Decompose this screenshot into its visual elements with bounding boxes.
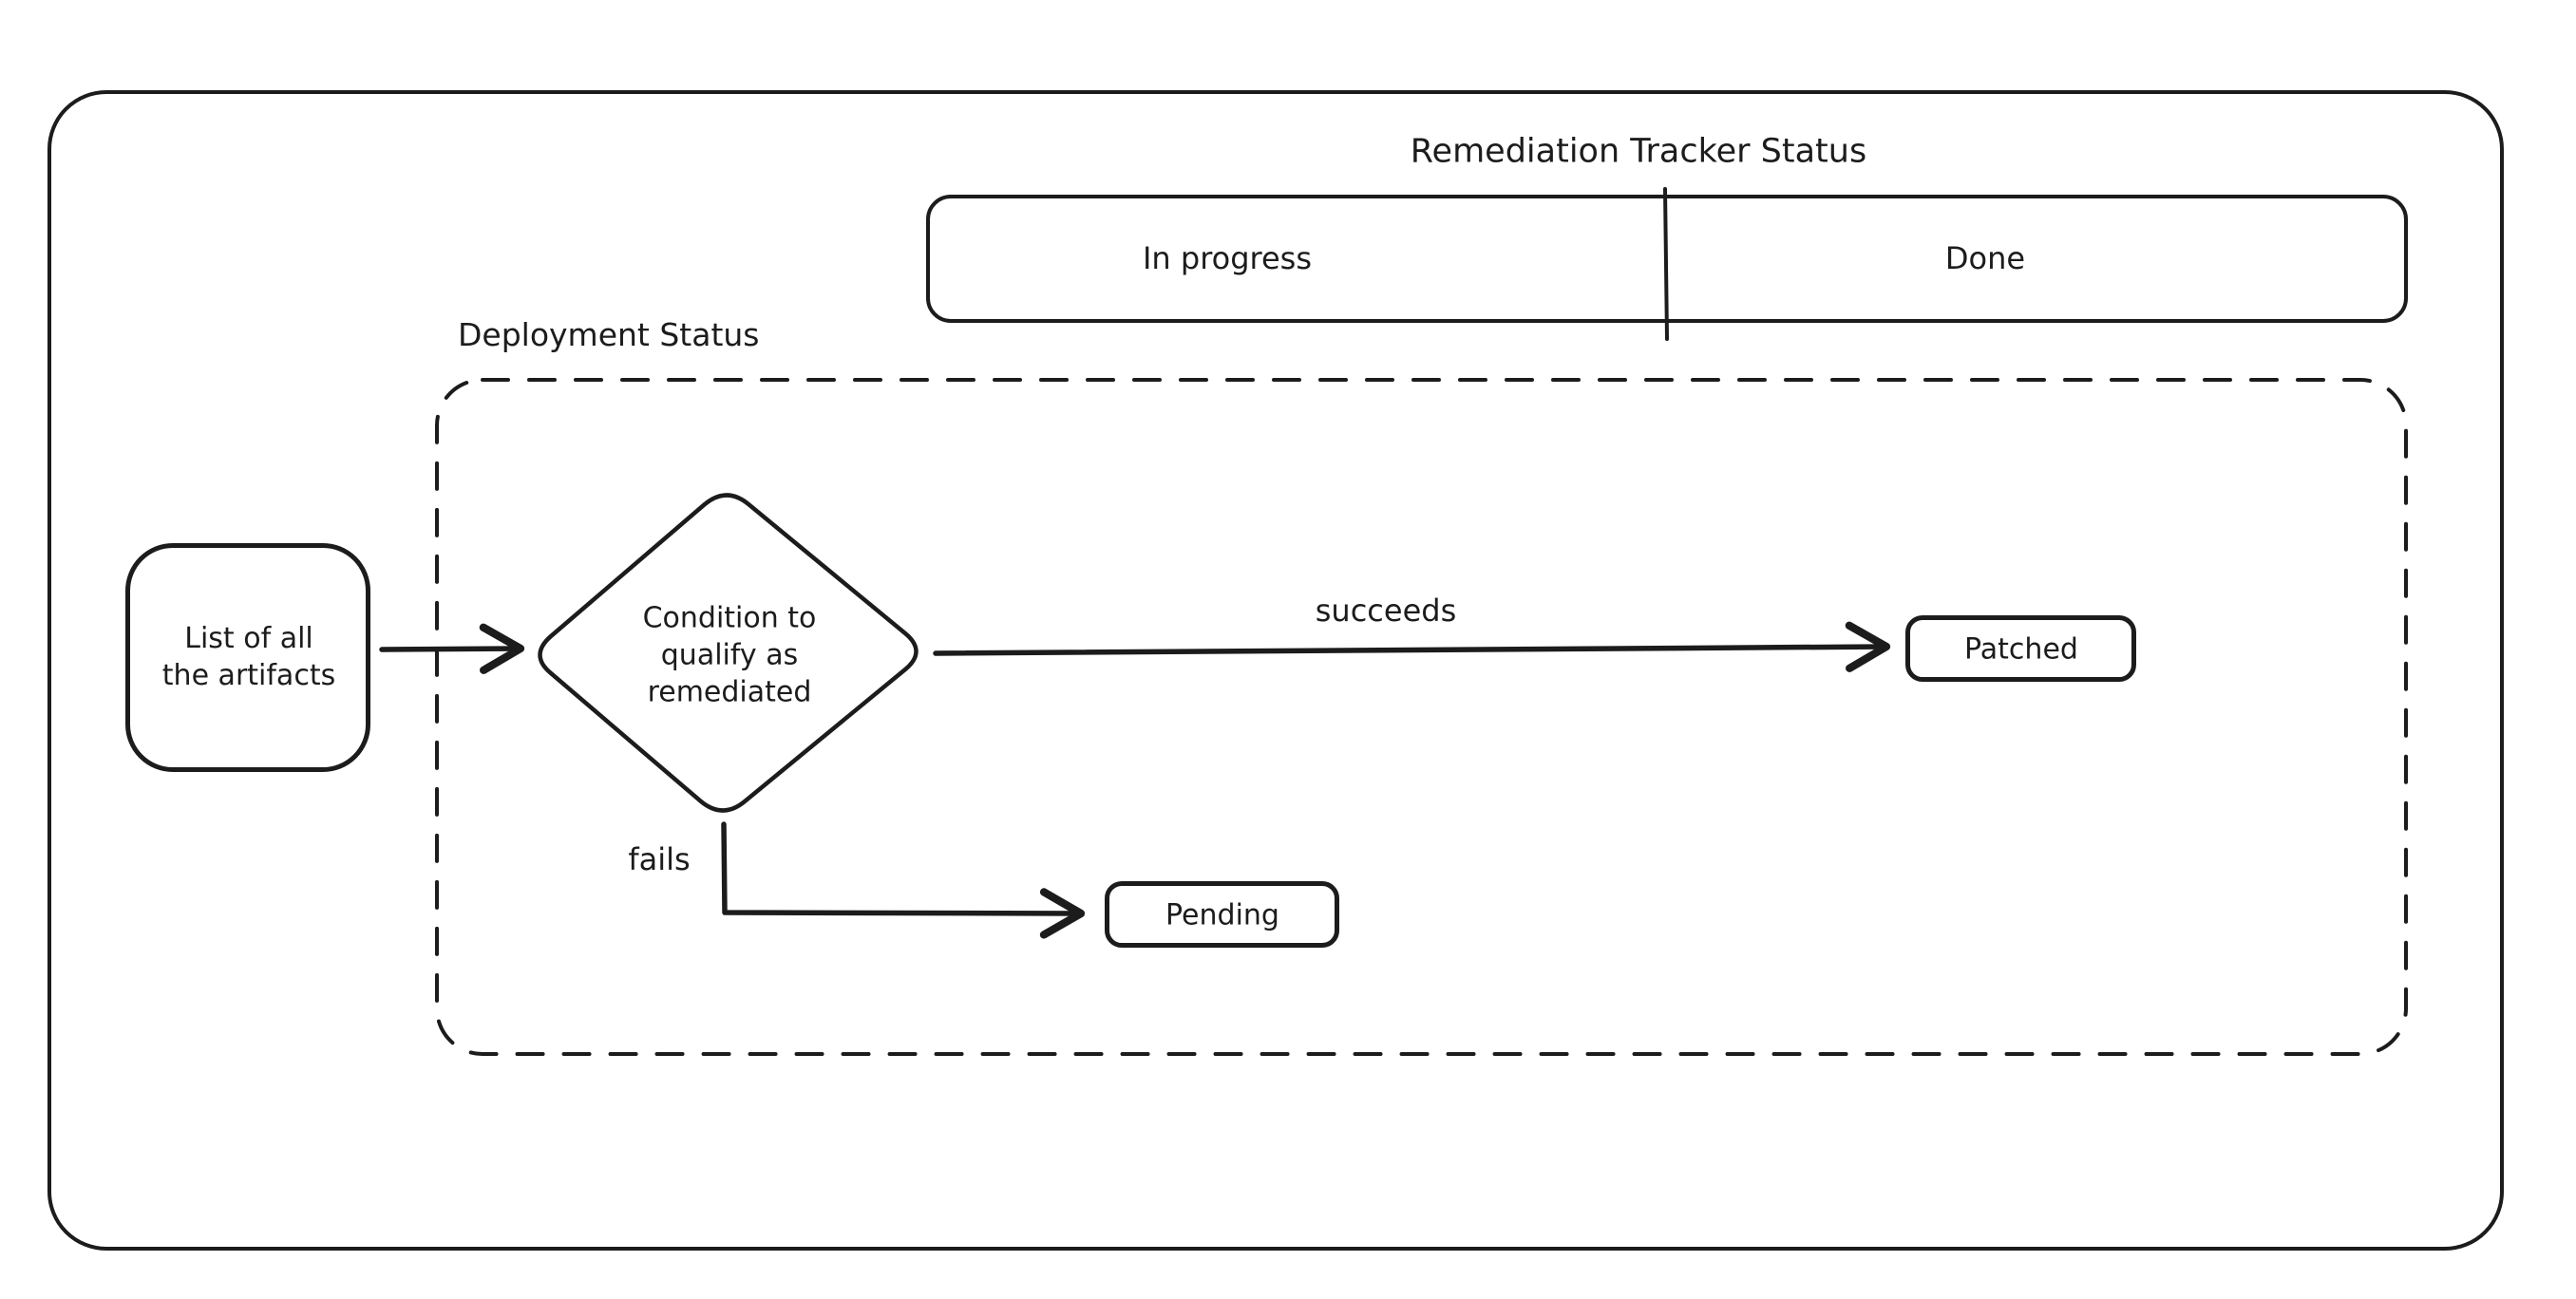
- condition-diamond-label: Condition to qualify as remediated: [642, 601, 817, 709]
- artifacts-node-label: List of all the artifacts: [161, 622, 336, 692]
- outer-frame: [47, 90, 2504, 1251]
- patched-node-label: Patched: [1964, 632, 2078, 667]
- fails-edge-label: fails: [628, 841, 691, 878]
- tracker-cell-in-progress: In progress: [1142, 240, 1313, 277]
- artifacts-node: [125, 543, 370, 772]
- pending-node-label: Pending: [1165, 898, 1279, 932]
- deployment-status-label: Deployment Status: [458, 316, 760, 353]
- succeeds-edge-label: succeeds: [1315, 593, 1457, 630]
- tracker-title: Remediation Tracker Status: [1410, 132, 1867, 171]
- tracker-cell-done: Done: [1944, 240, 2026, 277]
